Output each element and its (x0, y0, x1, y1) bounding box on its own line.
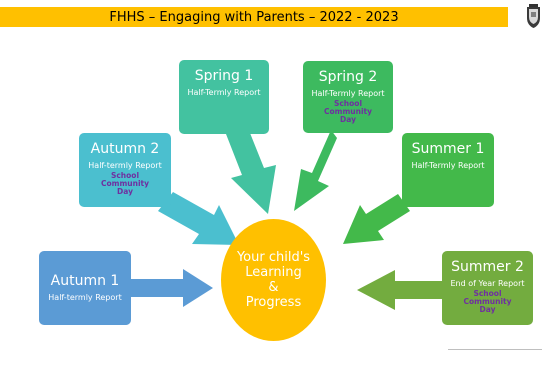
centre-line-2: Learning (245, 265, 302, 280)
term-title-summer2: Summer 2 (451, 259, 524, 275)
term-event-spring2: School Community Day (323, 99, 372, 124)
centre-line-1: Your child's (236, 250, 311, 265)
term-box-summer1: Summer 1 Half-Termly Report (402, 133, 494, 207)
term-report-autumn2: Half-termly Report (88, 161, 162, 170)
term-event-summer2: School Community Day (463, 289, 512, 314)
arrow-autumn1 (131, 269, 213, 307)
term-box-autumn2: Autumn 2 Half-termly Report School Commu… (79, 133, 171, 207)
term-title-autumn2: Autumn 2 (90, 141, 160, 157)
term-report-summer2: End of Year Report (450, 279, 525, 288)
term-box-summer2: Summer 2 End of Year Report School Commu… (442, 251, 533, 325)
arrow-autumn2 (158, 192, 239, 245)
centre-line-3: & (268, 280, 279, 295)
term-title-autumn1: Autumn 1 (50, 273, 120, 289)
term-report-autumn1: Half-termly Report (48, 293, 122, 302)
centre-line-4: Progress (245, 295, 302, 310)
term-box-autumn1: Autumn 1 Half-termly Report (39, 251, 131, 325)
term-event-autumn2: School Community Day (100, 171, 149, 196)
arrow-summer2 (357, 270, 442, 310)
term-title-summer1: Summer 1 (411, 141, 485, 157)
page-title: FHHS – Engaging with Parents – 2022 - 20… (109, 9, 399, 25)
arrow-spring1 (226, 128, 276, 214)
term-report-spring2: Half-Termly Report (311, 89, 385, 98)
term-box-spring1: Spring 1 Half-Termly Report (179, 60, 269, 134)
term-box-spring2: Spring 2 Half-Termly Report School Commu… (303, 61, 393, 133)
arrow-summer1 (343, 194, 410, 244)
term-report-summer1: Half-Termly Report (411, 161, 485, 170)
term-title-spring1: Spring 1 (194, 68, 254, 84)
centre-circle: Your child's Learning & Progress (221, 219, 326, 341)
school-crest-icon (527, 4, 540, 28)
term-title-spring2: Spring 2 (318, 69, 378, 85)
arrow-spring2 (294, 130, 337, 211)
header-bar: FHHS – Engaging with Parents – 2022 - 20… (0, 7, 508, 27)
divider-line (448, 349, 542, 350)
term-report-spring1: Half-Termly Report (187, 88, 261, 97)
